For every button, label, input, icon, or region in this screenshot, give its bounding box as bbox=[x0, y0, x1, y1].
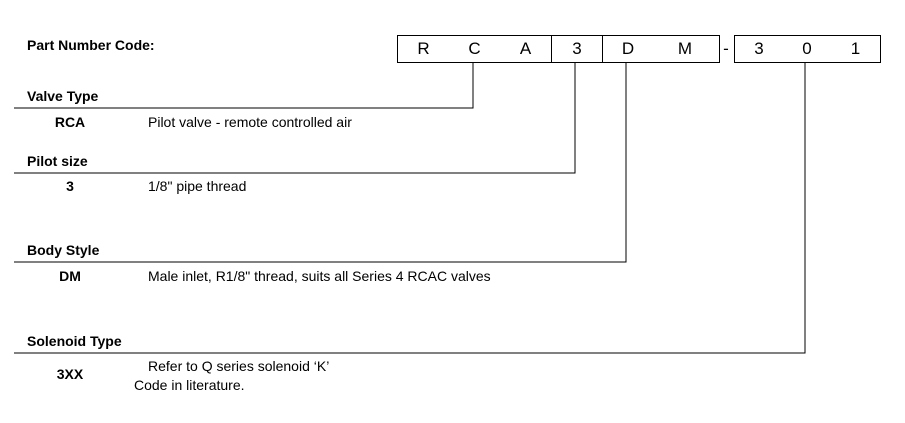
code-char: 1 bbox=[850, 39, 861, 58]
code-char: R bbox=[417, 39, 430, 58]
section-code-solenoid-type: 3XX bbox=[56, 366, 84, 382]
code-char: 3 bbox=[754, 39, 764, 58]
section-desc-valve-type: Pilot valve - remote controlled air bbox=[148, 114, 352, 130]
code-box-main: R C A 3 D M bbox=[397, 35, 720, 63]
code-char: A bbox=[519, 39, 532, 58]
section-heading-valve-type: Valve Type bbox=[27, 88, 99, 104]
code-char: M bbox=[677, 39, 693, 58]
section-heading-body-style: Body Style bbox=[27, 242, 100, 258]
code-char: C bbox=[468, 39, 481, 58]
page-title: Part Number Code: bbox=[27, 37, 155, 53]
leader-pilot-size bbox=[14, 62, 576, 174]
section-heading-solenoid-type: Solenoid Type bbox=[27, 333, 122, 349]
section-code-body-style: DM bbox=[59, 268, 81, 284]
code-char: 3 bbox=[551, 36, 602, 62]
section-heading-pilot-size: Pilot size bbox=[27, 153, 88, 169]
code-separator: - bbox=[723, 39, 729, 58]
section-desc-pilot-size: 1/8" pipe thread bbox=[148, 178, 247, 194]
code-box-suffix: 3 0 1 bbox=[734, 35, 881, 63]
code-char: 0 bbox=[802, 39, 812, 58]
leader-valve-type bbox=[14, 62, 474, 109]
leader-body-style bbox=[14, 62, 627, 263]
section-desc-solenoid-type: Refer to Q series solenoid ‘K’ bbox=[148, 358, 330, 374]
code-char: D bbox=[602, 36, 653, 62]
leader-solenoid-type bbox=[14, 62, 806, 354]
section-desc2-solenoid-type: Code in literature. bbox=[134, 377, 245, 393]
section-code-pilot-size: 3 bbox=[66, 178, 74, 194]
section-code-valve-type: RCA bbox=[54, 114, 86, 130]
section-desc-body-style: Male inlet, R1/8" thread, suits all Seri… bbox=[148, 268, 491, 284]
